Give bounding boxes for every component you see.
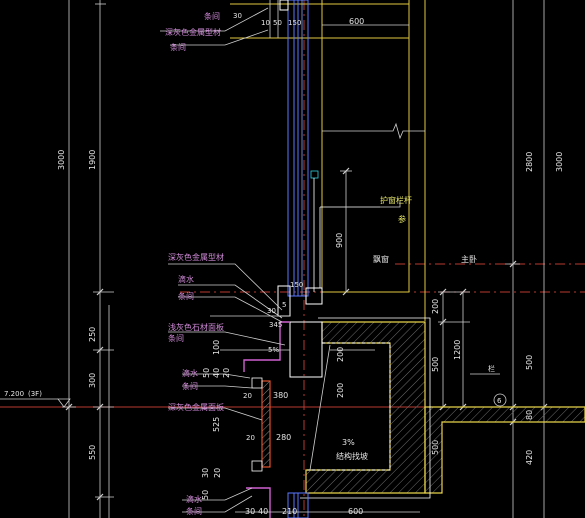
level-marker: 7.200 (3F)	[0, 390, 71, 408]
dim-30-left: 30	[267, 307, 276, 315]
bay-window-structure	[289, 317, 585, 499]
dim-3000-left: 3000	[57, 150, 66, 170]
label-profile-1: 深灰色金属型材	[168, 252, 224, 262]
top-dim-600: 600	[349, 17, 364, 26]
dim-5-left: 5	[282, 301, 286, 309]
left-dimension-chains	[62, 0, 114, 518]
dim-500-right-inner: 500	[431, 357, 440, 372]
dim-5pct-left: 5%	[268, 346, 279, 354]
break-line	[322, 122, 425, 140]
label-drip-1: 滴水	[178, 274, 194, 284]
label-note-3: 条间	[182, 381, 198, 391]
dim-250-left: 250	[88, 327, 97, 342]
dim-300-left: 300	[88, 373, 97, 388]
label-note-4: 条间	[186, 506, 202, 516]
bottom-dim-210: 210	[282, 507, 297, 516]
dim-150-sill: 150	[290, 281, 303, 289]
label-drip-2: 滴水	[182, 368, 198, 378]
dim-50b-left: 50	[201, 490, 210, 500]
label-guard-rail-sub: 参	[398, 214, 406, 224]
railing-dims	[340, 167, 352, 296]
guard-railing	[310, 170, 380, 292]
dim-200-mid-b: 200	[336, 383, 345, 398]
pane-note: 栏	[488, 364, 495, 373]
top-dim-150: 150	[288, 19, 301, 27]
dim-1200-right: 1200	[453, 340, 462, 360]
top-leaders	[160, 0, 409, 46]
dim-200-right: 200	[431, 299, 440, 314]
right-dimension-chains	[438, 0, 550, 518]
label-bay-window: 飘窗	[373, 254, 389, 264]
dim-525-left: 525	[212, 417, 221, 432]
dim-20c-left: 20	[246, 434, 255, 442]
label-light-profile: 浅灰色石材面板	[168, 322, 224, 332]
grid-marker-number: 6	[497, 397, 502, 405]
dim-380-left: 380	[273, 391, 288, 400]
dim-420-right: 420	[525, 450, 534, 465]
mid-leaders	[309, 200, 401, 471]
insulation-lines	[243, 321, 290, 518]
top-note-b: 深灰色金属型材	[165, 27, 221, 37]
left-dim-ticks	[65, 288, 104, 501]
dim-345-left: 345	[269, 321, 282, 329]
dim-900: 900	[335, 233, 344, 248]
dim-1900-left: 1900	[88, 150, 97, 170]
label-drip-3: 滴水	[186, 494, 202, 504]
label-grey-profile: 深灰色金属面板	[168, 402, 224, 412]
dim-3000-right: 3000	[555, 152, 564, 172]
window-glazing	[277, 0, 323, 317]
dim-550-left: 550	[88, 445, 97, 460]
top-note-a: 条间	[204, 11, 220, 21]
dim-30b-left: 30	[201, 468, 210, 478]
wall-outline	[230, 0, 426, 321]
dim-100-left: 100	[212, 340, 221, 355]
top-note-30: 30	[233, 12, 242, 20]
dim-2800-right: 2800	[525, 152, 534, 172]
top-dim-10: 10	[261, 19, 270, 27]
top-dim-50: 50	[273, 19, 282, 27]
bottom-dim-30: 30	[245, 507, 255, 516]
dim-50-left: 50	[202, 368, 211, 378]
bottom-dim-600: 600	[348, 507, 363, 516]
bottom-dim-40: 40	[258, 507, 268, 516]
dim-500-right: 500	[525, 355, 534, 370]
level-floor: (3F)	[28, 390, 42, 398]
label-note-2: 条间	[168, 333, 184, 343]
dim-200-mid: 200	[336, 347, 345, 362]
slab-slope: 3%	[342, 438, 355, 447]
top-note-c: 条间	[170, 42, 186, 52]
grid-marker: 6 栏	[470, 364, 507, 407]
dim-40-left: 40	[212, 368, 221, 378]
label-guard-rail: 护窗栏杆	[380, 195, 412, 205]
lower-window-frame	[287, 492, 309, 518]
label-note-1: 条间	[178, 291, 194, 301]
dim-20-left: 20	[222, 368, 231, 378]
level-elevation: 7.200	[4, 390, 24, 398]
left-leaders	[168, 263, 290, 513]
finish-panel	[251, 377, 271, 472]
dim-20b-left: 20	[243, 392, 252, 400]
label-master-bedroom: 主卧	[461, 254, 477, 264]
slab-note: 结构找坡	[336, 451, 368, 461]
dim-280-left: 280	[276, 433, 291, 442]
dim-20d-left: 20	[213, 468, 222, 478]
